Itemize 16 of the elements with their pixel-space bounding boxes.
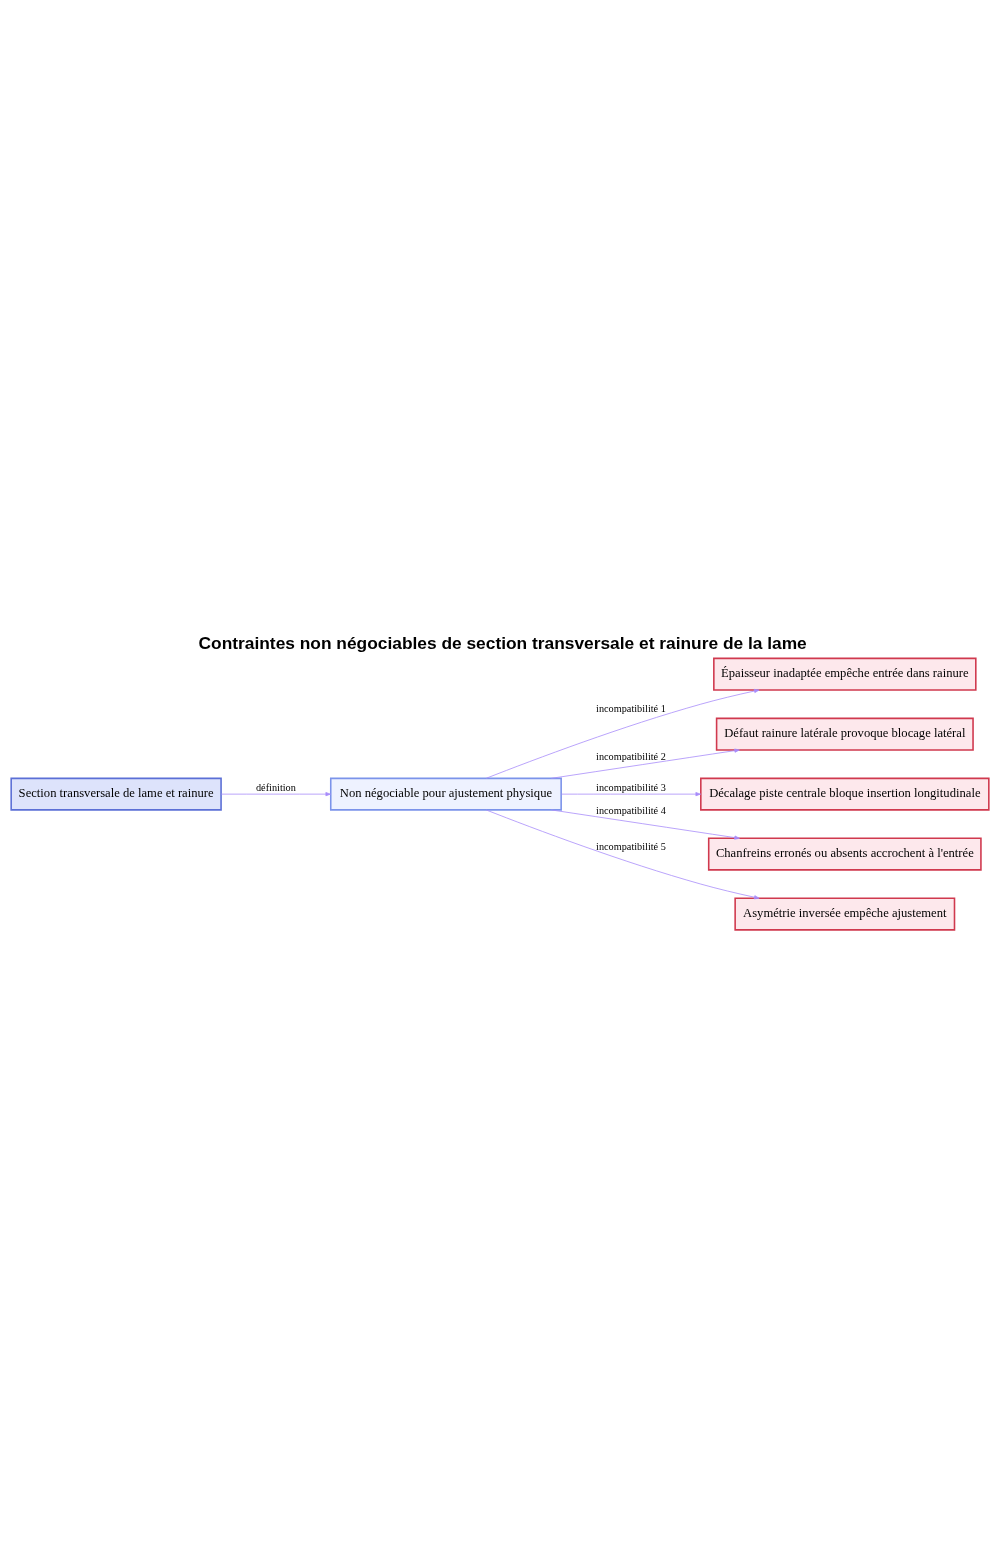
arrow — [220, 792, 331, 797]
arrow — [561, 792, 701, 797]
edge-label: définition — [255, 782, 296, 794]
node-box: Section transversale de lame et rainure — [10, 777, 222, 811]
arrow — [551, 809, 740, 840]
edge-label: incompatibilité 3 — [596, 782, 666, 794]
edge-label: incompatibilité 2 — [596, 750, 666, 762]
diagram-title: Contraintes non négociables de section transversale et rainure de la lame — [198, 633, 807, 654]
edge-label: incompatibilité 1 — [596, 703, 666, 715]
arrow — [485, 689, 760, 779]
node-box: Non négociable pour ajustement physique — [329, 777, 562, 811]
edge-label: incompatibilité 5 — [596, 841, 666, 853]
arrow — [551, 748, 740, 779]
node-box: Décalage piste centrale bloque insertion longitudinale — [700, 777, 990, 811]
edge-label: incompatibilité 4 — [596, 805, 666, 817]
arrow — [485, 809, 760, 900]
